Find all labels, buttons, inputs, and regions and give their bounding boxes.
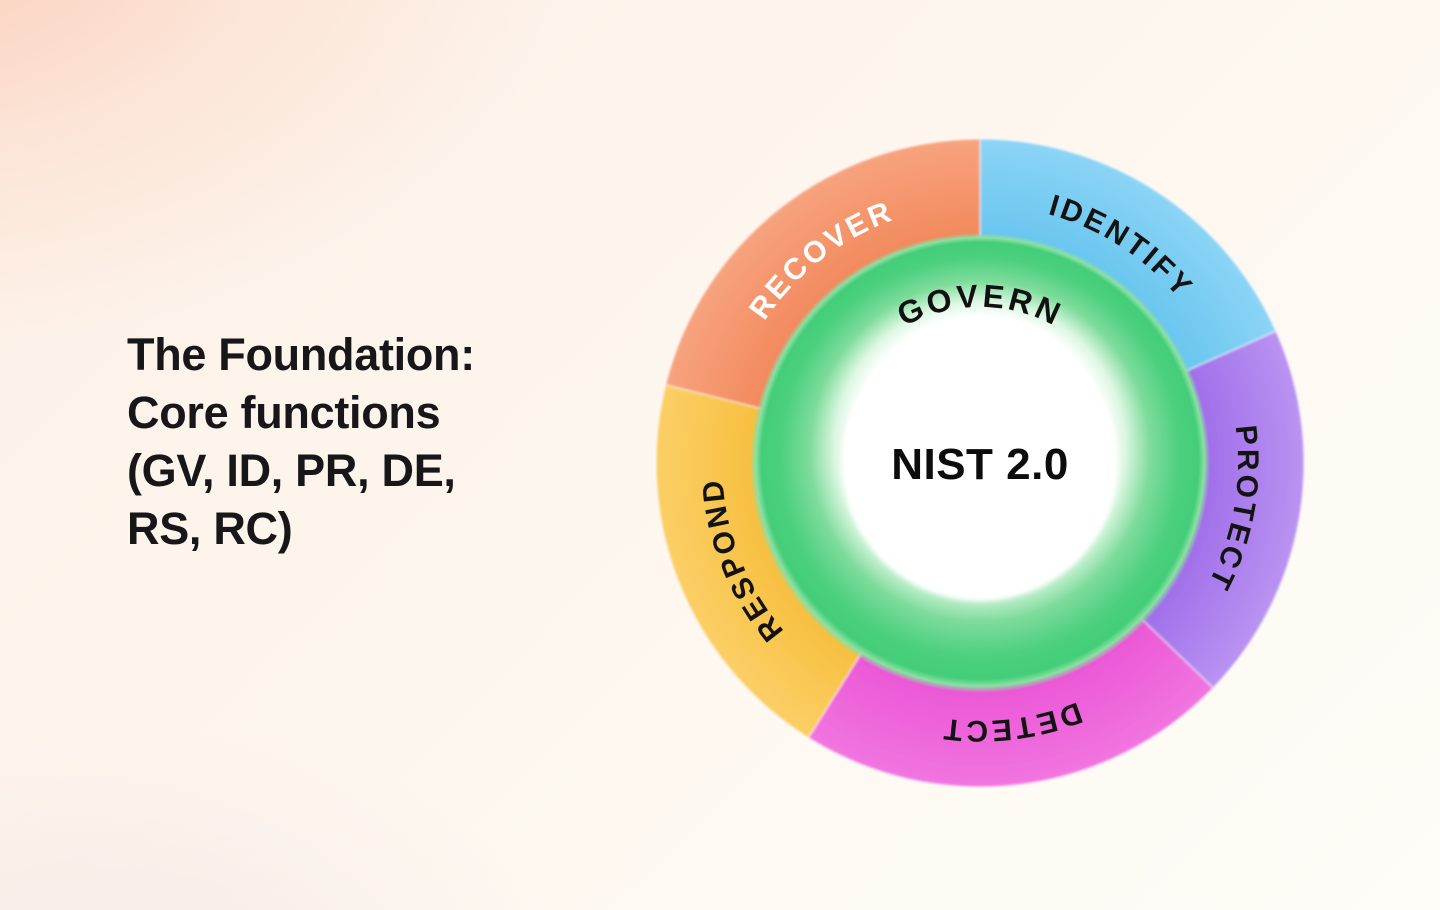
center-circle xyxy=(846,329,1114,597)
page-title-line-2: Core functions xyxy=(127,387,441,438)
page-title-line-1: The Foundation: xyxy=(127,329,475,380)
page-title: The Foundation: Core functions (GV, ID, … xyxy=(127,326,597,558)
page-title-line-4: RS, RC) xyxy=(127,503,293,554)
page-title-line-3: (GV, ID, PR, DE, xyxy=(127,445,456,496)
nist-wheel-svg: IDENTIFYPROTECTDETECTRESPONDRECOVERGOVER… xyxy=(655,137,1305,788)
center-label: NIST 2.0 xyxy=(891,440,1069,489)
